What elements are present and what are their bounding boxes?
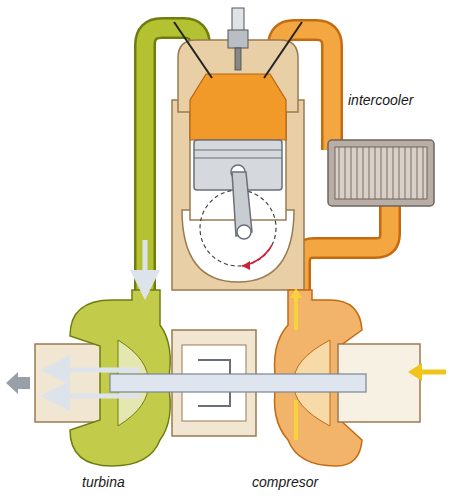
- compressor-label: compresor: [252, 474, 318, 491]
- intercooler-label: intercooler: [348, 92, 413, 109]
- turbine-label: turbina: [82, 474, 125, 491]
